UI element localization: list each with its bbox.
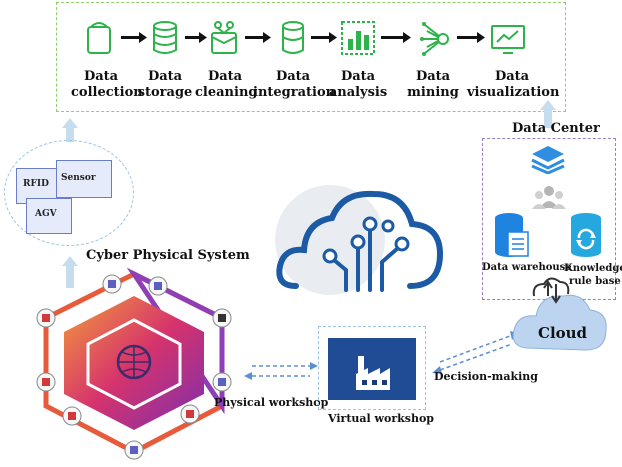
- cps-title: Cyber Physical System: [86, 248, 250, 263]
- network-nodes-icon: [420, 22, 449, 56]
- knowledge-base-icon: [571, 213, 601, 257]
- data-center-title: Data Center: [512, 121, 600, 136]
- virtual-workshop-frame: [318, 326, 426, 410]
- data-pipeline-panel: Data collection Data storage Data cleani…: [56, 2, 566, 112]
- cps-hexagon-diagram: [36, 267, 232, 460]
- step-label-storage: Data storage: [137, 69, 193, 100]
- filter-box-icon: [211, 21, 237, 54]
- cloud-icon: [512, 277, 607, 351]
- sensor-card: Sensor: [56, 160, 112, 198]
- step-label-collection: Data collection: [71, 69, 143, 100]
- cloud-network-graphic: [275, 185, 444, 295]
- step-label-integration: Data integration: [253, 69, 336, 100]
- sensing-cluster: [4, 140, 134, 246]
- data-warehouse-label: Data warehouse: [482, 262, 572, 273]
- data-warehouse-icon: [495, 213, 529, 257]
- decision-making-label: Decision-making: [434, 370, 538, 383]
- factory-icon: [328, 338, 416, 400]
- cloud-label: Cloud: [538, 324, 588, 342]
- step-label-mining: Data mining: [407, 69, 459, 100]
- layers-icon: [531, 146, 565, 174]
- physical-workshop-label: Physical workshop: [214, 396, 329, 409]
- step-label-cleaning: Data cleaning: [195, 69, 258, 100]
- bar-chart-icon: [341, 21, 375, 55]
- knowledge-rule-base-label: Knowledge rule base: [564, 263, 622, 287]
- step-label-analysis: Data analysis: [328, 69, 388, 100]
- virtual-workshop-label: Virtual workshop: [328, 412, 434, 425]
- agv-card: AGV: [26, 198, 72, 234]
- container-icon: [87, 22, 111, 54]
- monitor-trend-icon: [491, 25, 525, 54]
- pipeline-arrows: [121, 32, 485, 43]
- step-label-visualization: Data visualization: [467, 69, 560, 100]
- users-icon: [532, 186, 566, 209]
- cylinder-icon: [282, 21, 304, 54]
- database-icon: [153, 21, 177, 54]
